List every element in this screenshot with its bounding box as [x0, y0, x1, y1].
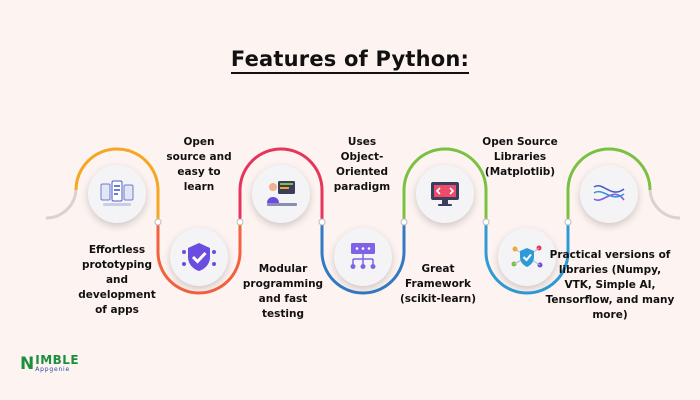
feature-4-icon-circle: [334, 228, 392, 286]
wave-segment-4: [320, 222, 406, 295]
feature-2-icon-circle: [170, 228, 228, 286]
brand-logo: N IMBLE Appgenie: [20, 354, 79, 374]
feature-1-icon-circle: [88, 165, 146, 223]
wave-joint: [318, 218, 326, 226]
wave-segment-7: [566, 147, 652, 222]
feature-7-label: Practical versions of libraries (Numpy, …: [545, 249, 675, 321]
logo-name: IMBLE: [35, 353, 80, 367]
feature-6-label: Open Source Libraries (Matplotlib): [482, 136, 558, 178]
wave-segment-6: [484, 222, 570, 295]
logo-letter: N: [20, 354, 35, 374]
feature-2-label: Open source and easy to learn: [166, 136, 232, 193]
monitor-code-icon: [431, 182, 459, 206]
wave-joint: [154, 218, 162, 226]
hierarchy-icon: [350, 243, 376, 269]
wave-joint: [236, 218, 244, 226]
wave-joint: [400, 218, 408, 226]
wave-segment-1: [74, 147, 160, 222]
feature-1-label: Effortless prototyping and development o…: [78, 244, 156, 316]
shield-check-icon: [182, 243, 216, 271]
wave-lines-icon: [593, 184, 625, 201]
wave-segment-3: [238, 147, 324, 222]
feature-5-icon-circle: [416, 165, 474, 223]
title-text: Features of Python:: [230, 47, 470, 74]
wave-lead-in: [45, 189, 78, 220]
feature-5-label: Great Framework (scikit-learn): [399, 263, 477, 305]
feature-3-label: Modular programming and fast testing: [242, 263, 324, 320]
network-shield-icon: [511, 245, 543, 268]
logo-subtitle: Appgenie: [35, 366, 71, 373]
page-title: Features of Python:: [0, 47, 700, 74]
feature-4-label: Uses Object-Oriented paradigm: [333, 136, 391, 193]
developer-desk-icon: [267, 181, 297, 206]
wave-segment-2: [156, 222, 242, 295]
wave-segment-5: [402, 147, 488, 222]
wave-joint: [564, 218, 572, 226]
app-screens-icon: [100, 180, 134, 206]
wave-lead-out: [648, 189, 681, 220]
feature-6-icon-circle: [498, 228, 556, 286]
wave-joint: [482, 218, 490, 226]
feature-3-icon-circle: [252, 165, 310, 223]
feature-7-icon-circle: [580, 165, 638, 223]
